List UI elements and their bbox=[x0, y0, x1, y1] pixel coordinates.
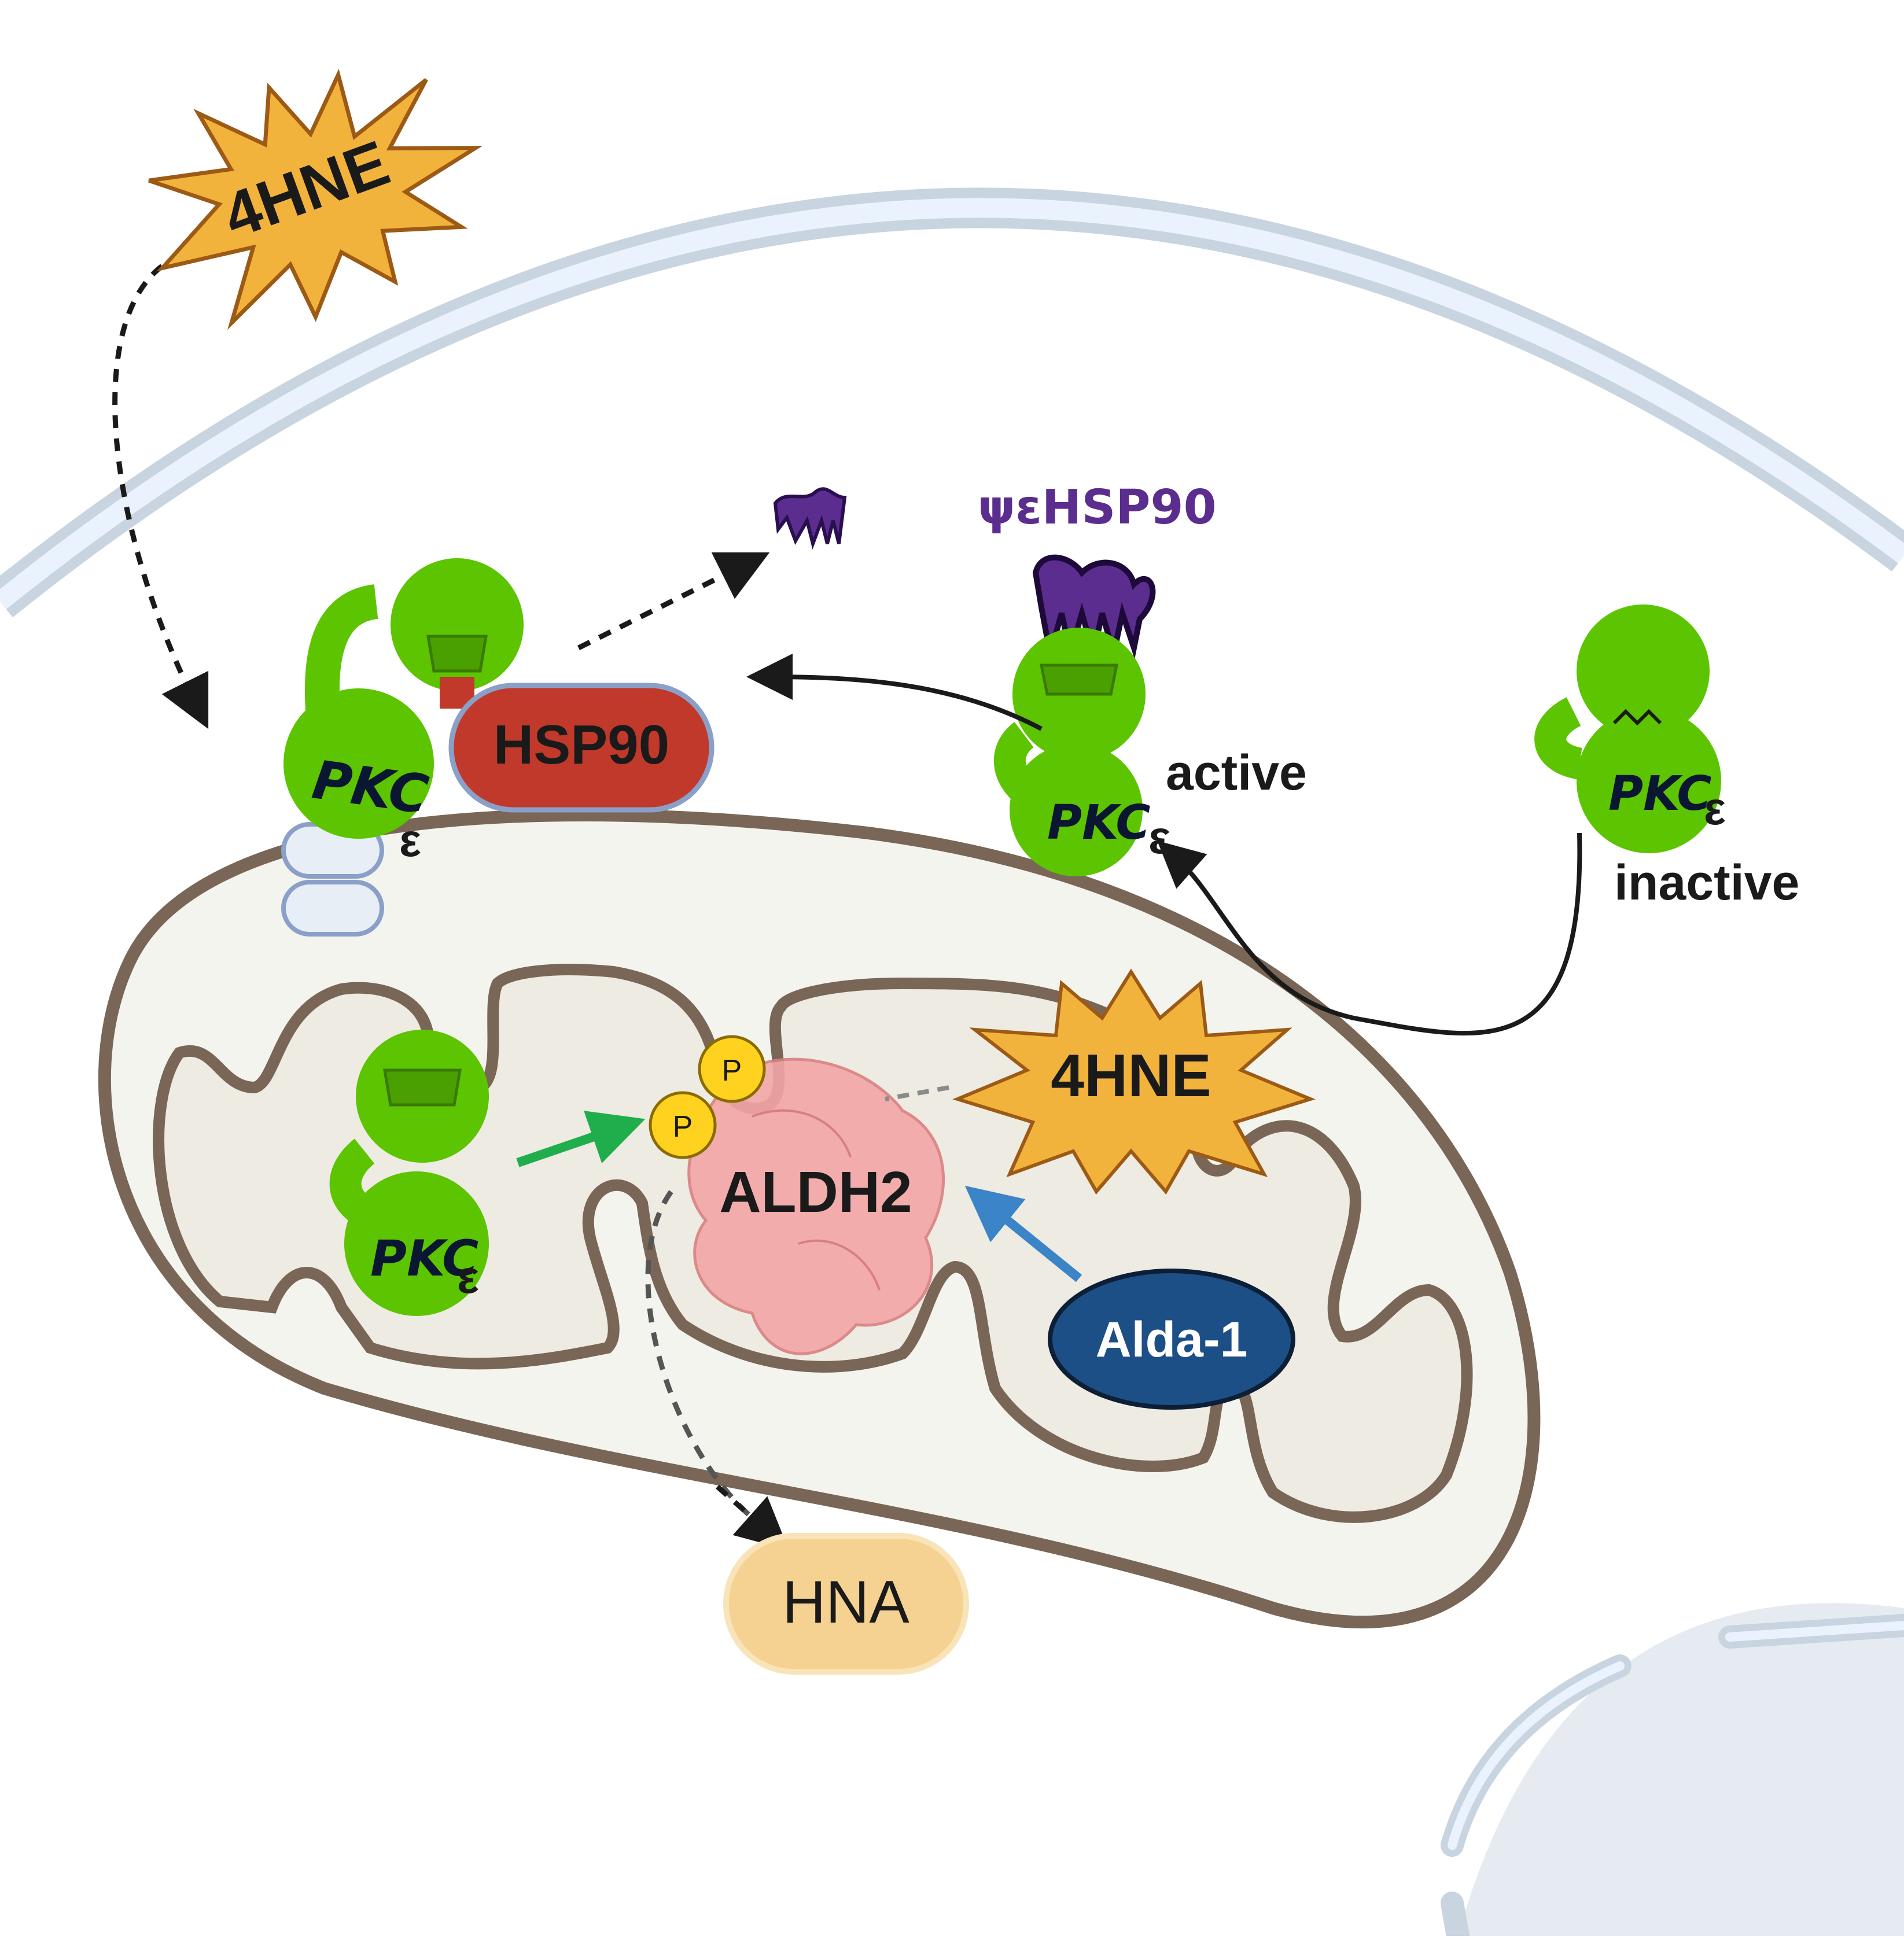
phospho-group-2: P bbox=[649, 1091, 717, 1159]
nucleus bbox=[1441, 1603, 1904, 1939]
pkc-regulatory-domain bbox=[391, 558, 524, 691]
dashed-line-hne-aldh2 bbox=[885, 1085, 949, 1101]
epsilon-label-active: ε bbox=[1148, 812, 1170, 863]
dashed-arrow-release bbox=[577, 552, 770, 651]
hna-label: HNA bbox=[782, 1569, 909, 1636]
phospho-group-1: P bbox=[698, 1035, 766, 1103]
dashed-arrow-4hne-entry bbox=[112, 264, 209, 729]
phospho-label-1: P bbox=[722, 1054, 742, 1088]
epsilon-label-left: ε bbox=[399, 814, 421, 866]
alda1-label: Alda-1 bbox=[1096, 1312, 1248, 1367]
hsp90-protein bbox=[448, 683, 715, 813]
epsilon-label-mito: ε bbox=[457, 1251, 479, 1303]
arrow-inactive-to-active bbox=[1157, 832, 1582, 1036]
hne-burst-inside: 4HNE bbox=[952, 968, 1316, 1195]
arrow-pkc-phosphorylates bbox=[516, 1111, 646, 1167]
pkc-label-inactive: PKC bbox=[1608, 766, 1712, 821]
dashed-arrow-to-hna bbox=[645, 1190, 765, 1529]
hne-burst-outside: 4HNE bbox=[148, 68, 483, 330]
active-label: active bbox=[1166, 745, 1307, 801]
pkc-mito-group: PKC ε bbox=[329, 1030, 489, 1316]
cell-membrane bbox=[0, 187, 1904, 618]
epsilon-label-inactive: ε bbox=[1704, 783, 1726, 834]
pkc-hsp90-complex: PKC ε HSP90 bbox=[281, 558, 715, 937]
hne-inside-label: 4HNE bbox=[1051, 1042, 1211, 1109]
hsp90-label: HSP90 bbox=[494, 714, 669, 776]
arrow-active-to-hsp90 bbox=[746, 654, 1043, 731]
arrow-alda1-aldh2 bbox=[964, 1185, 1082, 1282]
psi-peptide-small bbox=[773, 487, 847, 550]
pkc-label-active: PKC bbox=[1047, 795, 1151, 850]
alda1-activator: Alda-1 bbox=[1048, 1269, 1295, 1410]
pkc-label-mito: PKC bbox=[370, 1230, 478, 1288]
aldh2-label: ALDH2 bbox=[719, 1160, 912, 1225]
pkc-inactive-group: PKC ε inactive bbox=[1534, 604, 1799, 910]
hna-product: HNA bbox=[723, 1533, 969, 1675]
pkc-active-group: ψεHSP90 PKC ε active bbox=[978, 480, 1307, 876]
psi-hsp90-label: ψεHSP90 bbox=[978, 480, 1217, 535]
inactive-label: inactive bbox=[1614, 855, 1799, 910]
psi-hsp90-peptide bbox=[1032, 554, 1156, 659]
aldh2-enzyme: ALDH2 bbox=[687, 1057, 945, 1355]
pkc-catalytic-domain bbox=[283, 688, 434, 839]
phospho-label-2: P bbox=[673, 1110, 693, 1144]
